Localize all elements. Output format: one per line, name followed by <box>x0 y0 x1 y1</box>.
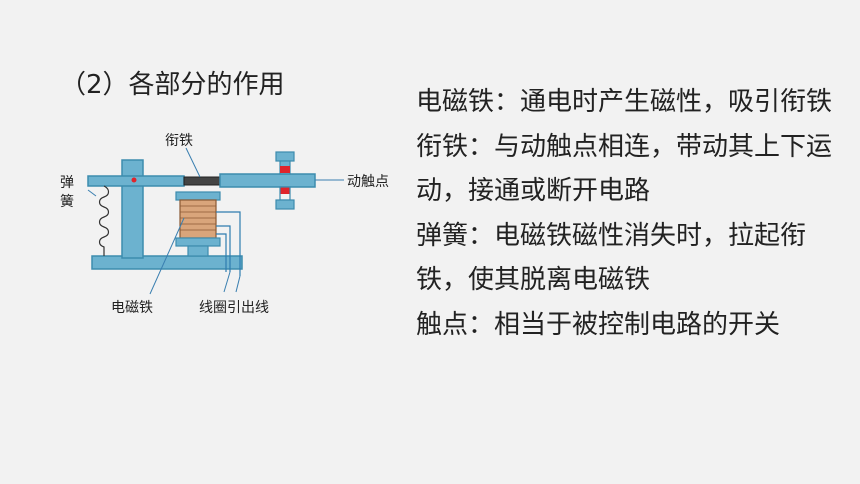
contact-top-cap <box>275 151 295 162</box>
contact-lower-point <box>280 187 290 194</box>
support-post <box>121 159 144 259</box>
leader-lines <box>87 147 344 295</box>
desc-spring: 弹簧：电磁铁磁性消失时，拉起衔铁，使其脱离电磁铁 <box>416 220 807 296</box>
contact-bottom-cap <box>275 199 295 210</box>
label-armature: 衔铁 <box>165 133 193 149</box>
desc-electromagnet: 电磁铁：通电时产生磁性，吸引衔铁 <box>416 87 833 117</box>
core-top-flange <box>175 191 221 201</box>
section-heading: （2）各部分的作用 <box>60 70 285 100</box>
label-electromagnet: 电磁铁 <box>111 300 153 316</box>
desc-armature: 衔铁：与动触点相连，带动其上下运动，接通或断开电路 <box>416 131 833 207</box>
description-list: 电磁铁：通电时产生磁性，吸引衔铁 衔铁：与动触点相连，带动其上下运动，接通或断开… <box>416 80 836 347</box>
core-bottom-flange <box>175 237 221 247</box>
desc-contact: 触点：相当于被控制电路的开关 <box>416 309 781 340</box>
core-stem <box>187 245 209 257</box>
armature-arm <box>219 173 316 188</box>
label-spring-1: 弹 <box>60 175 74 191</box>
contact-upper-point <box>280 166 290 173</box>
spring <box>98 185 110 256</box>
label-moving-contact: 动触点 <box>347 174 389 190</box>
label-coil-leads: 线圈引出线 <box>199 300 269 316</box>
pivot-dot <box>131 177 137 183</box>
coil-lead-wires <box>216 211 241 276</box>
label-spring-2: 簧 <box>60 194 74 210</box>
base-plate <box>91 255 243 270</box>
armature-bar <box>183 176 221 186</box>
